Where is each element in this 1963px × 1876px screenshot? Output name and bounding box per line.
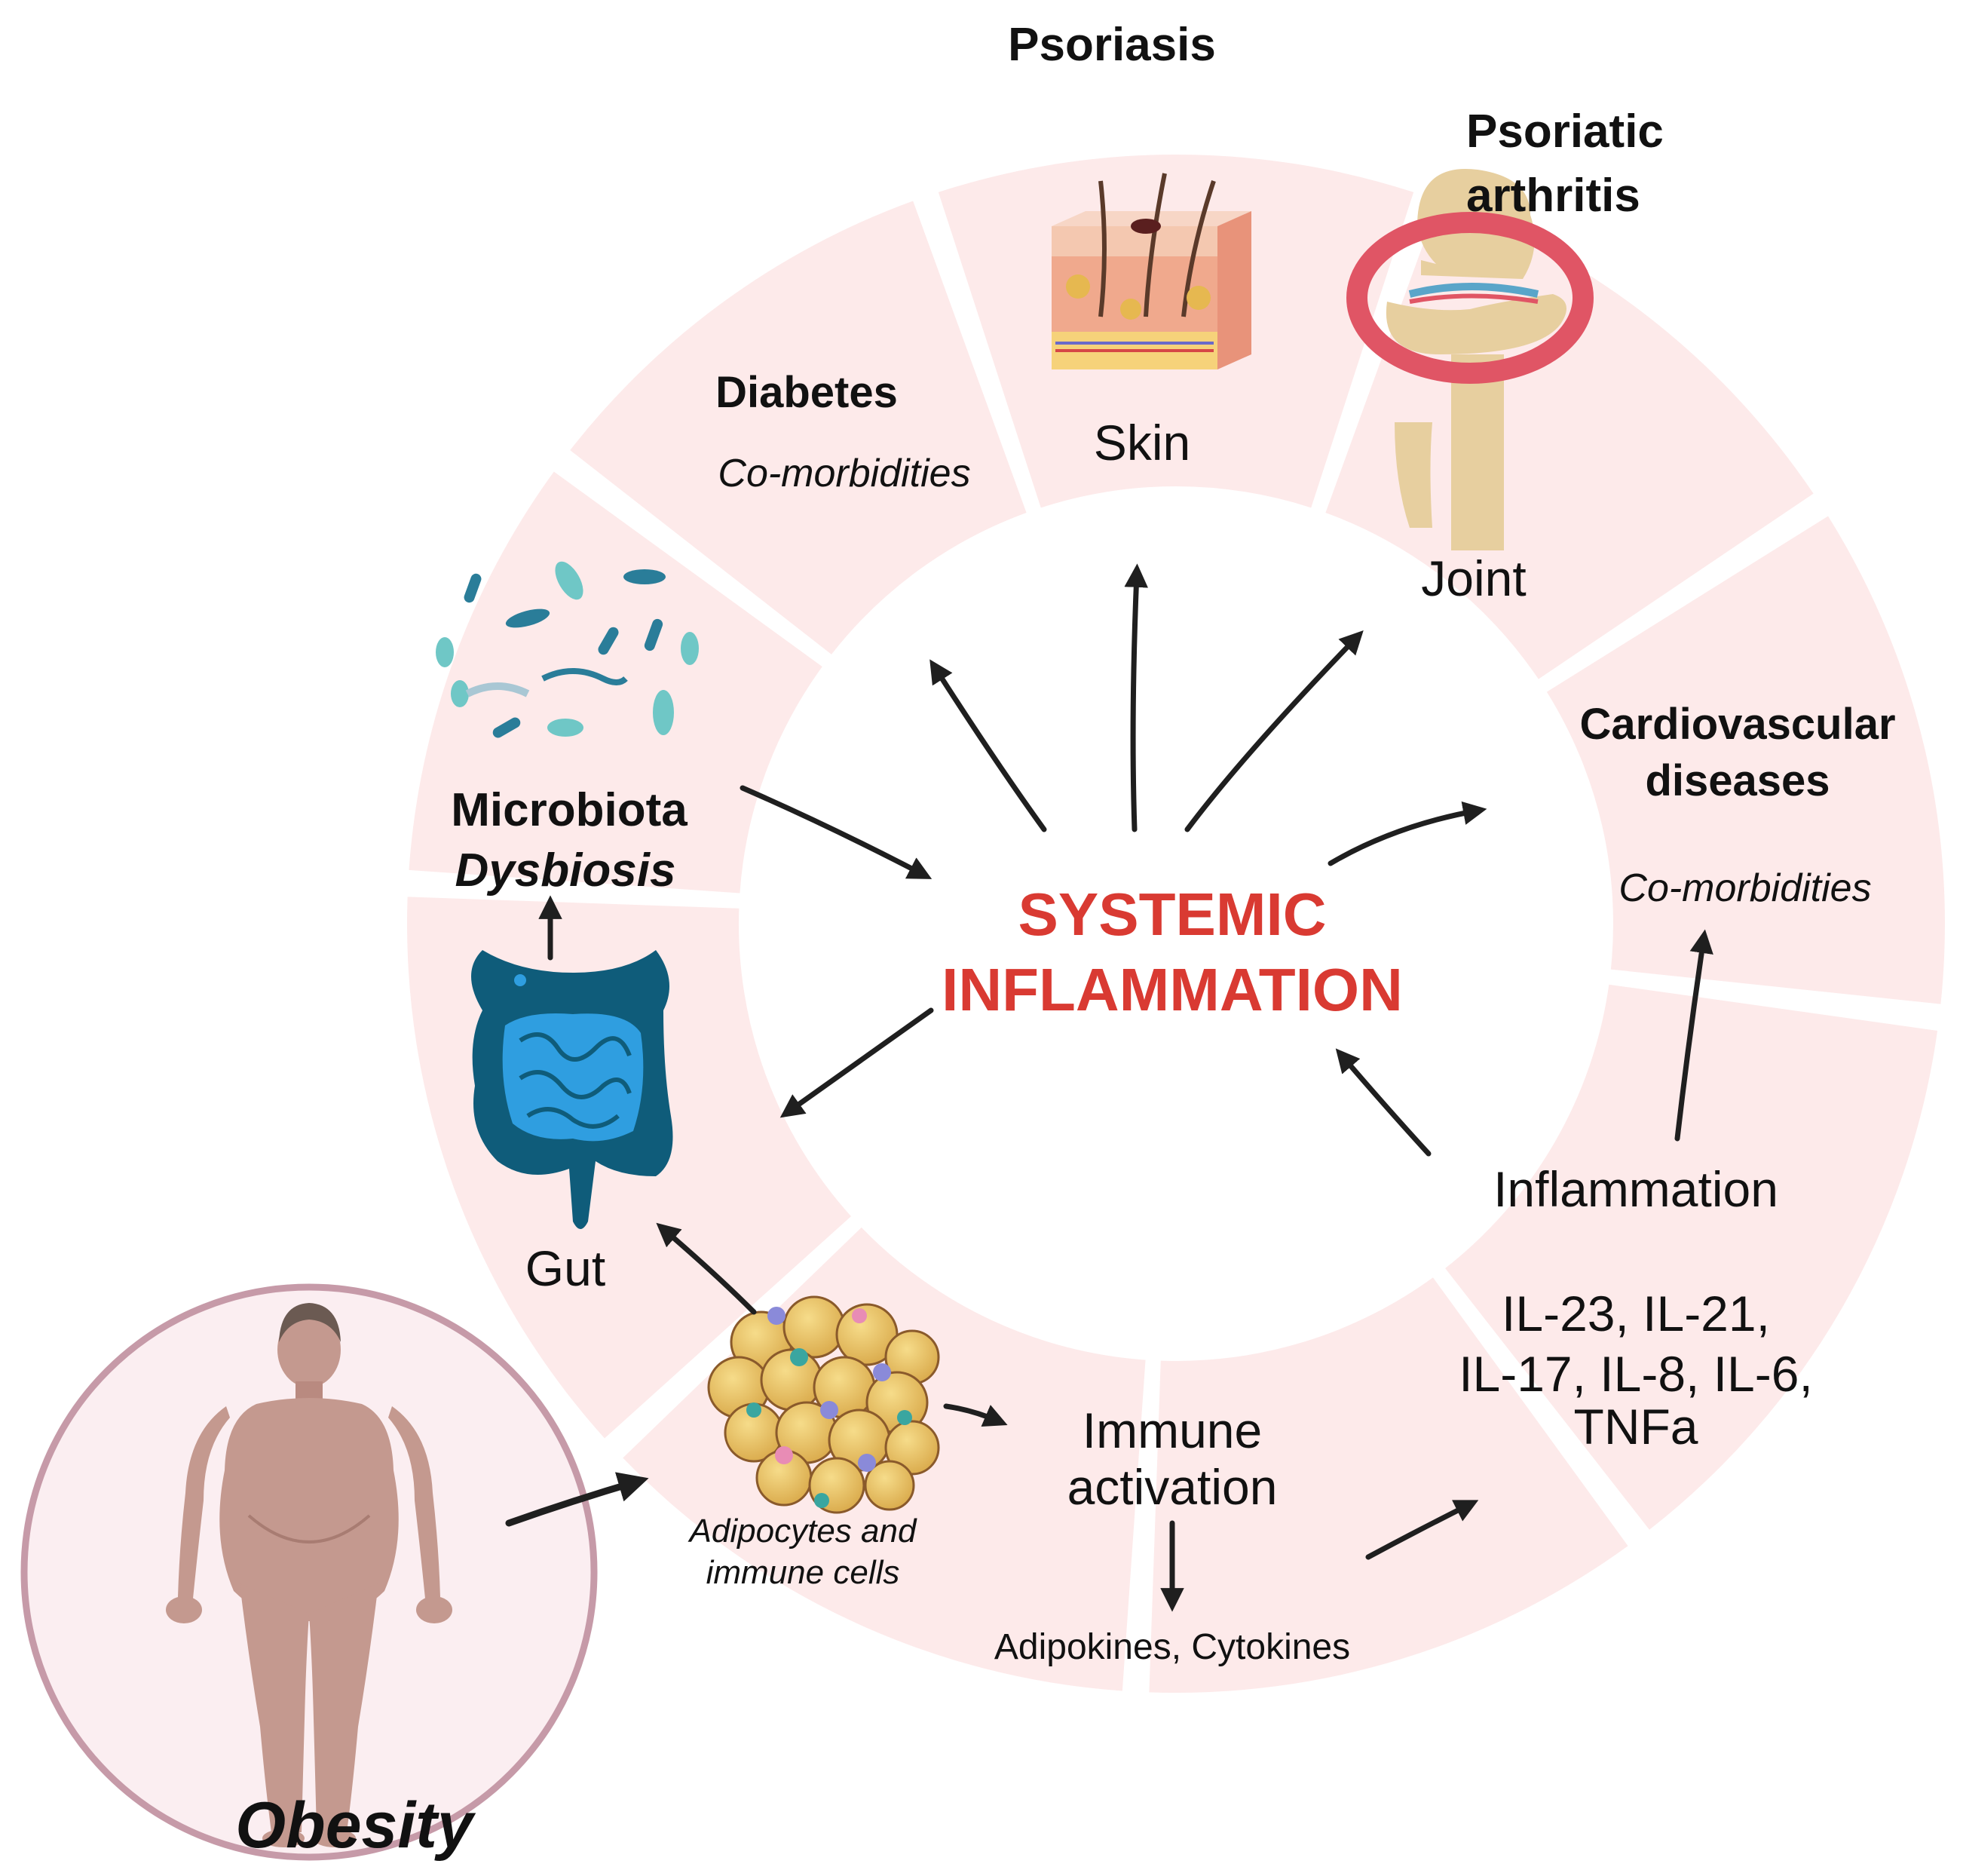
ring-segment-immune-activation xyxy=(1149,1277,1628,1693)
immune-title-line2: activation xyxy=(1067,1459,1278,1515)
obese-person-icon xyxy=(166,1303,452,1847)
immune-sub: Adipokines, Cytokines xyxy=(994,1627,1350,1667)
inflammation-title: Inflammation xyxy=(1493,1161,1778,1217)
gut-label: Gut xyxy=(525,1240,605,1296)
arrow-adipose-to-immune xyxy=(943,1403,1008,1427)
arrow-to-cardiovascular xyxy=(1328,801,1487,866)
immune-title-line1: Immune xyxy=(1083,1402,1262,1458)
arrow-inflammation-to-center xyxy=(1335,1048,1432,1157)
adipose-caption-line2: immune cells xyxy=(706,1554,900,1591)
psoriatic-arthritis-title-line2: arthritis xyxy=(1466,170,1640,222)
cytokines-line1: IL-23, IL-21, xyxy=(1502,1286,1770,1341)
arrows xyxy=(505,563,1713,1612)
arrow-inflammation-to-cardio xyxy=(1674,929,1713,1142)
microbiota-title: Microbiota xyxy=(451,784,688,836)
adipose-caption-line1: Adipocytes and xyxy=(688,1513,917,1550)
diabetes-title: Diabetes xyxy=(715,368,898,417)
arrow-center-to-gut xyxy=(779,1007,934,1118)
microbiota-sub: Dysbiosis xyxy=(455,845,676,897)
ring-segment-diabetes xyxy=(570,201,1027,654)
center-title-line1: SYSTEMIC xyxy=(1018,881,1327,948)
adipocytes-icon xyxy=(707,1295,940,1514)
cardiovascular-note: Co-morbidities xyxy=(1618,866,1871,910)
arrow-obesity-to-adipose xyxy=(505,1472,649,1527)
diabetes-note: Co-morbidities xyxy=(718,452,970,495)
cytokines-line2: IL-17, IL-8, IL-6, xyxy=(1459,1346,1813,1402)
ring-segment-inflammation xyxy=(1445,984,1938,1530)
arrow-microbiota-to-center xyxy=(740,785,933,879)
cardiovascular-title-line1: Cardiovascular xyxy=(1579,700,1895,749)
arrow-to-skin xyxy=(1124,563,1148,832)
arrow-to-diabetes xyxy=(929,659,1047,832)
skin-icon xyxy=(1052,173,1251,369)
ring-segment-cardiovascular xyxy=(1546,516,1945,1004)
bacteria-icon xyxy=(436,561,699,738)
gut-icon xyxy=(471,950,673,1229)
arrow-to-joint xyxy=(1184,630,1364,832)
skin-label: Skin xyxy=(1094,415,1190,471)
cardiovascular-title-line2: diseases xyxy=(1645,756,1830,805)
center-title-line2: INFLAMMATION xyxy=(942,956,1403,1023)
obesity-label: Obesity xyxy=(235,1789,476,1862)
psoriatic-arthritis-title-line1: Psoriatic xyxy=(1466,106,1664,158)
arrow-immune-to-cytokines xyxy=(1365,1500,1479,1560)
cytokines-line3: TNFa xyxy=(1574,1399,1698,1455)
psoriasis-title: Psoriasis xyxy=(1008,19,1216,71)
arrow-adipose-to-gut xyxy=(656,1222,757,1315)
joint-label: Joint xyxy=(1421,550,1526,606)
joint-icon xyxy=(1346,168,1594,550)
